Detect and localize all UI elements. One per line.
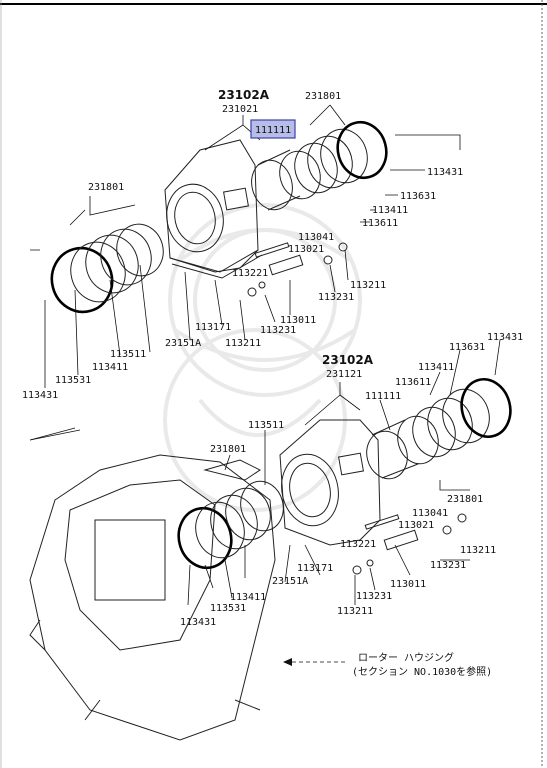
- lower-housing-no: 231121: [326, 369, 362, 380]
- lower-label-113041: 113041: [412, 508, 448, 519]
- upper-housing-no: 231021: [222, 104, 258, 115]
- lower-label-113411-top: 113411: [418, 362, 454, 373]
- lower-label-113511: 113511: [248, 420, 284, 431]
- highlighted-part-box[interactable]: [250, 119, 296, 139]
- upper-label-113211-right: 113211: [350, 280, 386, 291]
- lower-label-113531: 113531: [210, 603, 246, 614]
- upper-label-113531: 113531: [55, 375, 91, 386]
- upper-label-113411-right: 113411: [372, 205, 408, 216]
- lower-label-113221: 113221: [340, 539, 376, 550]
- upper-label-113021: 113021: [288, 244, 324, 255]
- upper-label-113431-left: 113431: [22, 390, 58, 401]
- upper-label-113631: 113631: [400, 191, 436, 202]
- lower-label-113631: 113631: [449, 342, 485, 353]
- lower-label-113411-bottom: 113411: [230, 592, 266, 603]
- lower-label-111111: 111111: [365, 391, 401, 402]
- lower-assembly-drawing: [29, 339, 512, 741]
- upper-label-113011: 113011: [280, 315, 316, 326]
- upper-label-113211-left: 113211: [225, 338, 261, 349]
- upper-assembly-no: 23102A: [218, 88, 270, 102]
- lower-label-23151A: 23151A: [272, 576, 308, 587]
- lower-label-113231-right: 113231: [430, 560, 466, 571]
- lower-label-113231-bottom: 113231: [356, 591, 392, 602]
- lower-label-231801-left: 231801: [210, 444, 246, 455]
- upper-label-113611: 113611: [362, 218, 398, 229]
- lower-label-113611: 113611: [395, 377, 431, 388]
- upper-label-113231-left: 113231: [260, 325, 296, 336]
- lower-assembly-no: 23102A: [322, 353, 374, 367]
- upper-label-113041: 113041: [298, 232, 334, 243]
- upper-label-231801-right: 231801: [305, 91, 341, 102]
- upper-label-113221: 113221: [232, 268, 268, 279]
- lower-label-113211-bottom: 113211: [337, 606, 373, 617]
- lower-label-113431-top: 113431: [487, 332, 523, 343]
- lower-label-113011: 113011: [390, 579, 426, 590]
- upper-label-113171: 113171: [195, 322, 231, 333]
- reference-note-title: ローター ハウジング: [358, 651, 454, 664]
- lower-label-113021: 113021: [398, 520, 434, 531]
- lower-label-113431-bottom: 113431: [180, 617, 216, 628]
- lower-label-113211-right: 113211: [460, 545, 496, 556]
- lower-label-231801-right: 231801: [447, 494, 483, 505]
- upper-label-113511: 113511: [110, 349, 146, 360]
- lower-label-113171: 113171: [297, 563, 333, 574]
- reference-note-section: (セクション NO.1030を参照): [352, 665, 492, 678]
- upper-label-113231-right: 113231: [318, 292, 354, 303]
- highlighted-part-number[interactable]: 111111: [255, 125, 291, 136]
- upper-label-231801-left: 231801: [88, 182, 124, 193]
- upper-label-113431-right: 113431: [427, 167, 463, 178]
- upper-label-23151A: 23151A: [165, 338, 201, 349]
- upper-label-113411-left: 113411: [92, 362, 128, 373]
- upper-assembly-drawing: [29, 104, 461, 441]
